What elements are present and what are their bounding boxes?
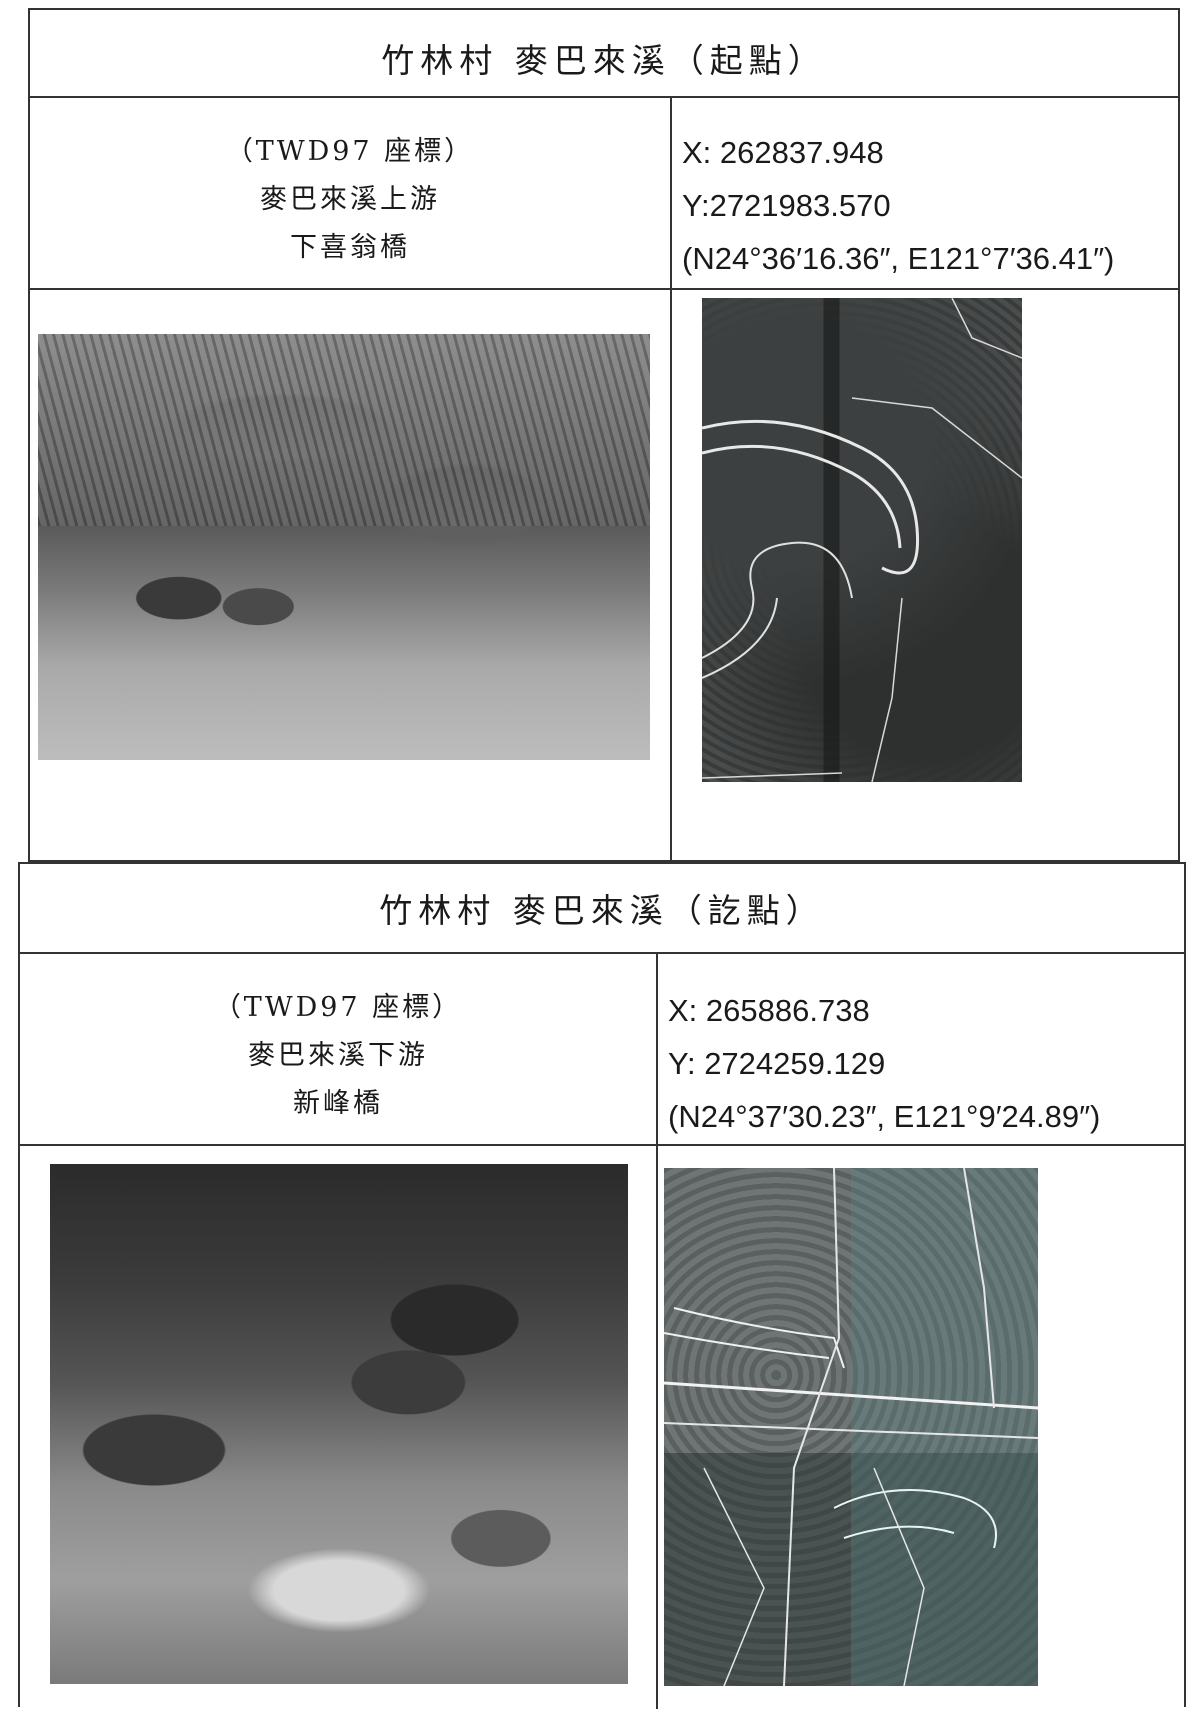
- river-photo: [50, 1164, 628, 1684]
- cadastral-lines: [702, 298, 1022, 782]
- column-divider: [670, 96, 672, 862]
- coord-system-label: （TWD97 座標）: [225, 136, 475, 167]
- lat-lon: (N24°36′16.36″, E121°7′36.41″): [682, 241, 1115, 276]
- bridge-name: 新峰橋: [293, 1088, 383, 1119]
- column-divider: [656, 952, 658, 1709]
- section-title: 竹林村 麥巴來溪（起點）: [381, 41, 827, 80]
- satellite-map: [702, 298, 1022, 782]
- bridge-name: 下喜翁橋: [290, 232, 410, 263]
- end-point-section: 竹林村 麥巴來溪（訖點） （TWD97 座標） 麥巴來溪下游 新峰橋 X: 26…: [18, 862, 1186, 1709]
- x-coordinate: X: 265886.738: [668, 993, 870, 1028]
- divider: [20, 952, 1184, 954]
- x-coordinate: X: 262837.948: [682, 135, 884, 170]
- location-name: 麥巴來溪下游: [248, 1040, 428, 1071]
- coord-system-label: （TWD97 座標）: [213, 992, 463, 1023]
- coordinates: X: 262837.948 Y:2721983.570 (N24°36′16.3…: [682, 126, 1114, 285]
- location-info: （TWD97 座標） 麥巴來溪上游 下喜翁橋: [30, 128, 670, 272]
- lat-lon: (N24°37′30.23″, E121°9′24.89″): [668, 1099, 1101, 1134]
- satellite-map: [664, 1168, 1038, 1686]
- location-name: 麥巴來溪上游: [260, 184, 440, 215]
- y-coordinate: Y: 2724259.129: [668, 1046, 886, 1081]
- divider: [20, 1144, 1184, 1146]
- river-photo: [38, 334, 650, 760]
- section-title: 竹林村 麥巴來溪（訖點）: [379, 891, 825, 930]
- y-coordinate: Y:2721983.570: [682, 188, 891, 223]
- coordinates: X: 265886.738 Y: 2724259.129 (N24°37′30.…: [668, 984, 1100, 1143]
- location-info: （TWD97 座標） 麥巴來溪下游 新峰橋: [20, 984, 656, 1128]
- cadastral-lines: [664, 1168, 1038, 1686]
- divider: [30, 96, 1178, 98]
- start-point-section: 竹林村 麥巴來溪（起點） （TWD97 座標） 麥巴來溪上游 下喜翁橋 X: 2…: [28, 8, 1180, 862]
- divider: [30, 288, 1178, 290]
